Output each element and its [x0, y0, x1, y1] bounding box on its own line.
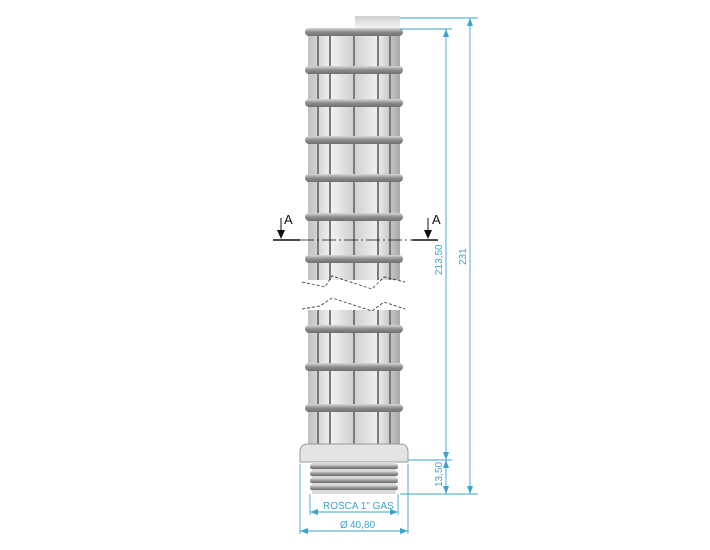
top-cap: [355, 16, 400, 28]
dimension-lines: [299, 17, 478, 534]
screen-rings-upper: [305, 28, 403, 263]
section-arrow-right-icon: [424, 230, 432, 239]
dim-diameter: 40,80: [350, 520, 375, 531]
dim-screen-height: 213,50: [434, 244, 445, 275]
dim-thread-height: 13,50: [434, 462, 445, 487]
section-label-right: A: [432, 212, 441, 227]
dim-overall-height: 231: [458, 248, 469, 265]
section-label-left: A: [284, 212, 293, 227]
threaded-section: [310, 462, 398, 494]
dim-diameter-symbol: Ø: [340, 520, 348, 531]
base-collar: [299, 443, 409, 463]
dimension-arrows: [300, 18, 473, 534]
screen-body-lower: [308, 310, 400, 452]
screen-rings-lower: [305, 325, 403, 412]
section-arrow-left-icon: [277, 230, 285, 239]
section-line-a-a: [273, 218, 438, 241]
dim-thread-label: ROSCA 1" GAS: [323, 501, 394, 512]
